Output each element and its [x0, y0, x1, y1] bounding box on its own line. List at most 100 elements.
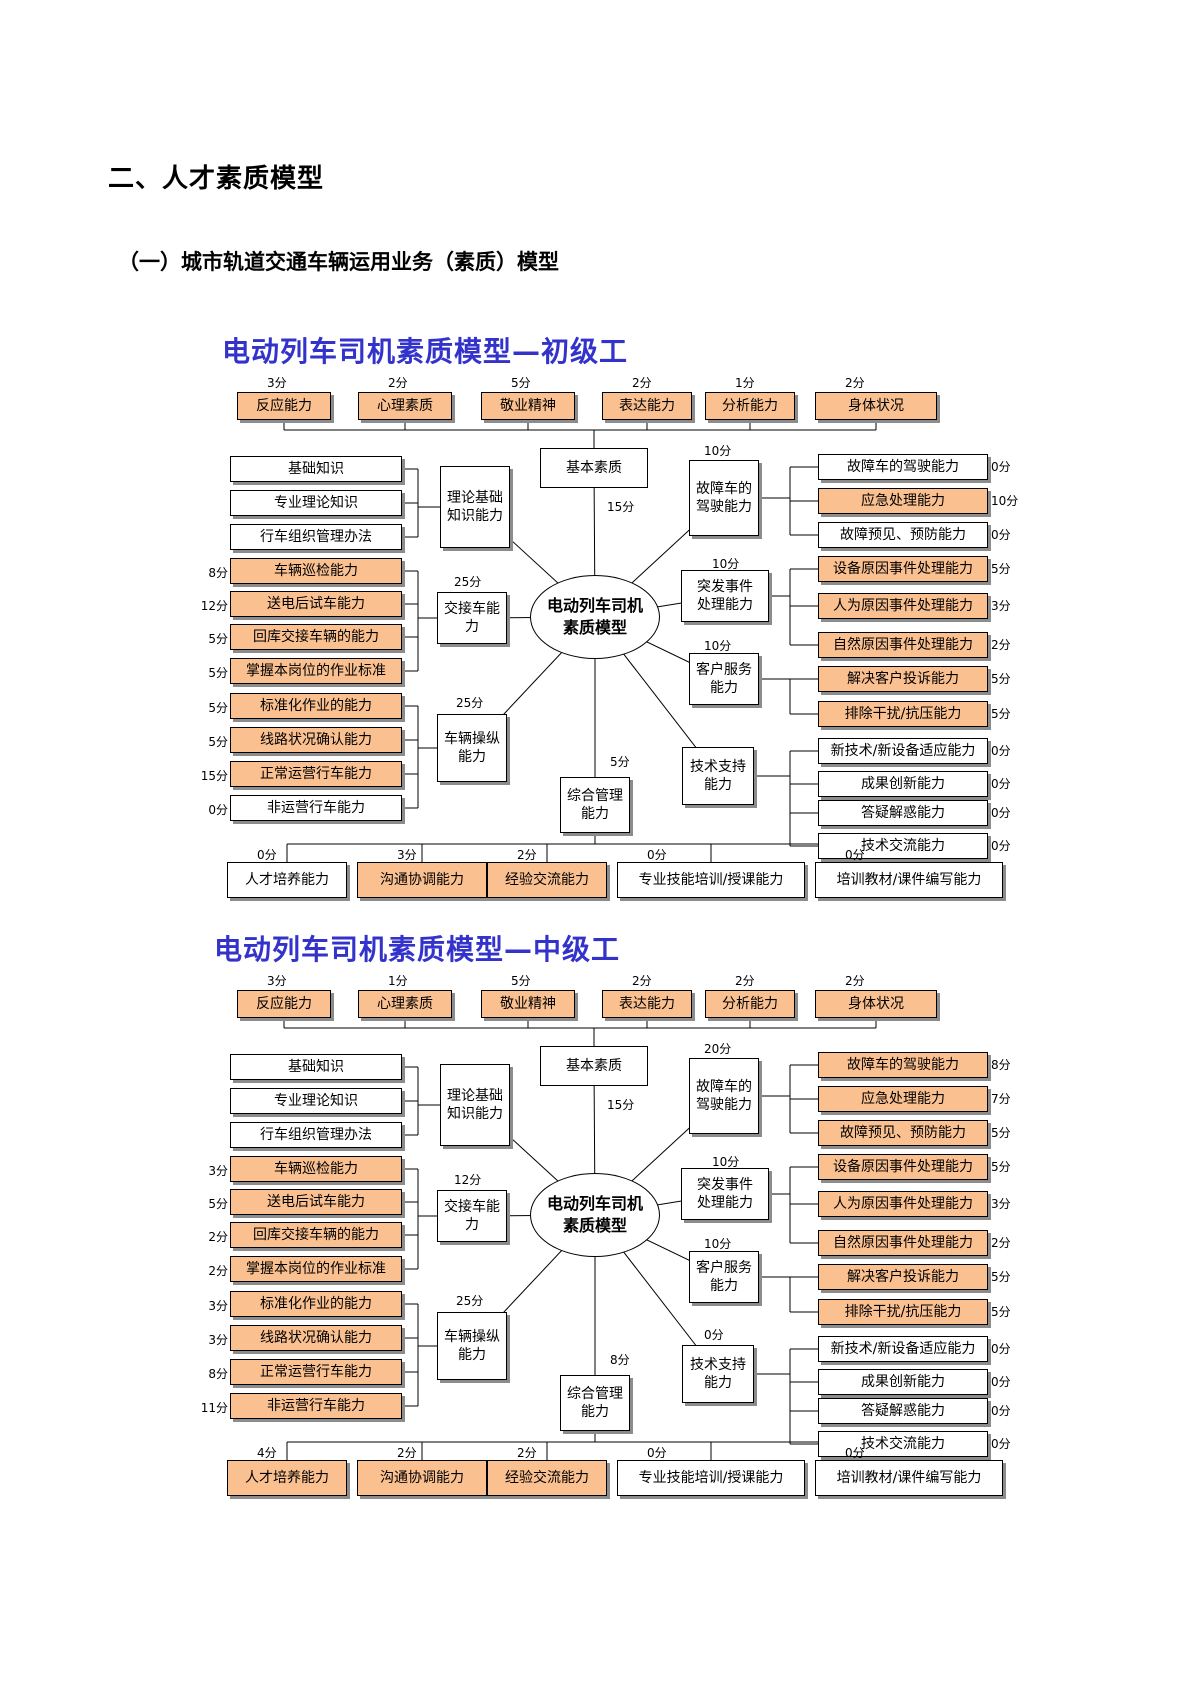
category-box-basic: 基本素质 [540, 1046, 648, 1086]
ability-label: 行车组织管理办法 [260, 529, 372, 545]
top-ability-box: 分析能力 [705, 990, 795, 1018]
score-label: 5分 [208, 666, 228, 680]
right-ability-box: 排除干扰/抗压能力 [818, 1299, 988, 1325]
category-box-operate: 车辆操纵能力 [437, 1312, 507, 1380]
score-label: 5分 [991, 1305, 1011, 1319]
bottom-ability-box: 培训教材/课件编写能力 [815, 1460, 1003, 1496]
score-label: 3分 [208, 1299, 228, 1313]
category-label: 理论基础知识能力 [447, 1088, 503, 1122]
center-label: 电动列车司机素质模型 [546, 596, 643, 637]
ability-label: 故障车的驾驶能力 [847, 1057, 959, 1073]
left-ability-box: 车辆巡检能力 [230, 558, 402, 584]
score-label: 3分 [267, 376, 287, 390]
ability-label: 正常运营行车能力 [260, 766, 372, 782]
ability-label: 故障车的驾驶能力 [847, 459, 959, 475]
ability-label: 正常运营行车能力 [260, 1364, 372, 1380]
category-label: 技术支持能力 [690, 1357, 746, 1391]
score-label: 10分 [704, 1237, 732, 1251]
left-ability-box: 掌握本岗位的作业标准 [230, 1256, 402, 1282]
score-label: 5分 [511, 974, 531, 988]
page-heading: 二、人才素质模型 [108, 164, 325, 194]
score-label: 5分 [991, 672, 1011, 686]
category-box-mgmt: 综合管理能力 [560, 1375, 630, 1431]
category-label: 车辆操纵能力 [444, 1329, 500, 1363]
score-label: 11分 [200, 1401, 228, 1415]
category-box-emergency: 突发事件处理能力 [681, 1168, 769, 1220]
score-label: 5分 [511, 376, 531, 390]
score-label: 2分 [397, 1446, 417, 1460]
diagram-title-junior: 电动列车司机素质模型—初级工 [222, 335, 629, 368]
ability-label: 非运营行车能力 [267, 1398, 365, 1414]
left-ability-box: 标准化作业的能力 [230, 693, 402, 719]
ability-label: 反应能力 [256, 398, 312, 414]
right-ability-box: 人为原因事件处理能力 [818, 593, 988, 619]
score-label: 5分 [208, 701, 228, 715]
ability-label: 答疑解惑能力 [861, 805, 945, 821]
left-ability-box: 回库交接车辆的能力 [230, 624, 402, 650]
score-label: 0分 [257, 848, 277, 862]
score-label: 2分 [845, 376, 865, 390]
score-label: 5分 [991, 1160, 1011, 1174]
score-label: 0分 [991, 460, 1011, 474]
right-ability-box: 解决客户投诉能力 [818, 666, 988, 692]
score-label: 0分 [991, 1437, 1011, 1451]
right-ability-box: 技术交流能力 [818, 1431, 988, 1457]
score-label: 12分 [200, 599, 228, 613]
diagram-title-intermediate: 电动列车司机素质模型—中级工 [214, 933, 621, 966]
category-box-operate: 车辆操纵能力 [437, 714, 507, 782]
score-label: 0分 [704, 1328, 724, 1342]
right-ability-box: 设备原因事件处理能力 [818, 556, 988, 582]
right-ability-box: 解决客户投诉能力 [818, 1264, 988, 1290]
score-label: 0分 [208, 803, 228, 817]
score-label: 3分 [397, 848, 417, 862]
page-subheading: （一）城市轨道交通车辆运用业务（素质）模型 [118, 250, 559, 274]
ability-label: 人才培养能力 [245, 872, 329, 888]
right-ability-box: 排除干扰/抗压能力 [818, 701, 988, 727]
ability-label: 心理素质 [377, 398, 433, 414]
score-label: 2分 [632, 974, 652, 988]
score-label: 2分 [991, 1236, 1011, 1250]
ability-label: 成果创新能力 [861, 776, 945, 792]
ability-label: 非运营行车能力 [267, 800, 365, 816]
left-ability-box: 掌握本岗位的作业标准 [230, 658, 402, 684]
category-label: 故障车的驾驶能力 [696, 481, 752, 515]
bottom-ability-box: 经验交流能力 [487, 1460, 607, 1496]
category-box-fault: 故障车的驾驶能力 [689, 460, 759, 536]
bottom-ability-box: 沟通协调能力 [357, 862, 487, 898]
score-label: 0分 [845, 848, 865, 862]
score-label: 3分 [991, 1197, 1011, 1211]
ability-label: 答疑解惑能力 [861, 1403, 945, 1419]
score-label: 2分 [517, 848, 537, 862]
score-label: 15分 [200, 769, 228, 783]
score-label: 0分 [647, 1446, 667, 1460]
ability-label: 经验交流能力 [505, 872, 589, 888]
ability-label: 技术交流能力 [861, 1436, 945, 1452]
category-box-theory: 理论基础知识能力 [440, 466, 510, 548]
bottom-ability-box: 经验交流能力 [487, 862, 607, 898]
ability-label: 线路状况确认能力 [260, 1330, 372, 1346]
category-label: 基本素质 [566, 1058, 622, 1074]
left-ability-box: 基础知识 [230, 1054, 402, 1080]
top-ability-box: 反应能力 [237, 990, 331, 1018]
top-ability-box: 身体状况 [815, 990, 937, 1018]
score-label: 10分 [991, 494, 1019, 508]
right-ability-box: 自然原因事件处理能力 [818, 632, 988, 658]
score-label: 5分 [208, 632, 228, 646]
score-label: 20分 [704, 1042, 732, 1056]
left-ability-box: 送电后试车能力 [230, 591, 402, 617]
ability-label: 应急处理能力 [861, 493, 945, 509]
ability-label: 掌握本岗位的作业标准 [246, 663, 386, 679]
score-label: 5分 [991, 1270, 1011, 1284]
right-ability-box: 人为原因事件处理能力 [818, 1191, 988, 1217]
ability-label: 排除干扰/抗压能力 [844, 1304, 962, 1320]
ability-label: 送电后试车能力 [267, 596, 365, 612]
score-label: 15分 [607, 1098, 635, 1112]
ability-label: 专业技能培训/授课能力 [638, 1470, 784, 1486]
category-label: 技术支持能力 [690, 759, 746, 793]
bottom-ability-box: 人才培养能力 [227, 1460, 347, 1496]
score-label: 0分 [991, 777, 1011, 791]
ability-label: 排除干扰/抗压能力 [844, 706, 962, 722]
ability-label: 基础知识 [288, 1059, 344, 1075]
score-label: 2分 [388, 376, 408, 390]
ability-label: 标准化作业的能力 [260, 698, 372, 714]
